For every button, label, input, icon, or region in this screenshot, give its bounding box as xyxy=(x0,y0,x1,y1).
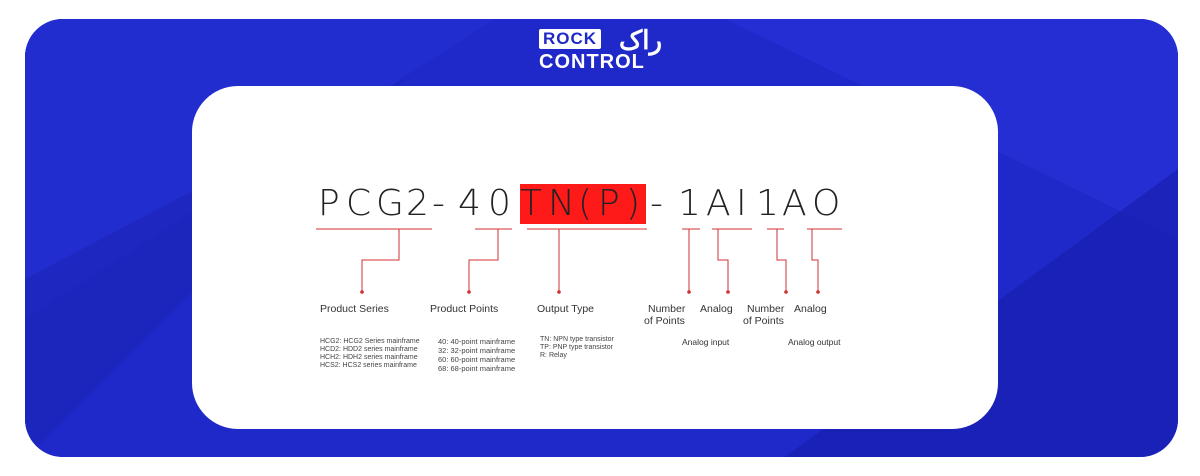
analog-input-label: Analog input xyxy=(682,337,730,347)
series-detail-3: HCS2: HCS2 series mainframe xyxy=(320,362,417,369)
code-char: 1 xyxy=(678,183,701,224)
code-char: A xyxy=(782,183,807,224)
points-detail-2: 60: 60-point mainframe xyxy=(438,355,516,364)
label-number-points-1a: Number xyxy=(648,303,686,315)
label-number-points-2a: Number xyxy=(747,303,785,315)
label-product-series: Product Series xyxy=(320,303,389,315)
analog-output-label: Analog output xyxy=(788,337,841,347)
code-char: I xyxy=(736,183,747,224)
label-analog-b: Analog xyxy=(794,303,827,315)
output-detail-0: TN: NPN type transistor xyxy=(540,336,614,343)
label-product-points: Product Points xyxy=(430,303,499,315)
connector-lines xyxy=(316,228,842,294)
logo-control: CONTROL xyxy=(539,51,645,73)
output-type-highlight xyxy=(520,184,646,224)
code-char: P xyxy=(598,183,620,224)
output-detail-2: R: Relay xyxy=(540,352,567,359)
points-detail-1: 32: 32-point mainframe xyxy=(438,346,516,355)
code-char: - xyxy=(650,183,663,224)
series-detail-2: HCH2: HDH2 series mainframe xyxy=(320,354,418,361)
code-char: 2 xyxy=(406,183,429,224)
code-char: P xyxy=(318,183,340,224)
code-char: N xyxy=(548,183,575,224)
label-output-type: Output Type xyxy=(537,303,595,315)
label-number-points-2b: of Points xyxy=(743,315,784,327)
logo-rock: ROCK xyxy=(539,29,602,49)
code-char: A xyxy=(706,183,731,224)
series-detail-1: HCD2: HDD2 series mainframe xyxy=(320,346,418,353)
code-char: 4 xyxy=(458,183,481,224)
label-analog-a: Analog xyxy=(700,303,733,315)
code-char: ( xyxy=(578,183,593,224)
code-char: T xyxy=(520,183,542,224)
rock-control-logo: ROCK CONTROL راک xyxy=(539,25,669,79)
logo-farsi: راک xyxy=(619,25,663,55)
code-char: - xyxy=(432,183,445,224)
series-detail-0: HCG2: HCG2 Series mainframe xyxy=(320,338,420,345)
code-char: G xyxy=(376,183,404,224)
label-number-points-1b: of Points xyxy=(644,315,685,327)
points-detail-0: 40: 40-point mainframe xyxy=(438,337,516,346)
code-char: O xyxy=(812,183,841,224)
output-detail-1: TP: PNP type transistor xyxy=(540,344,614,351)
code-char: 1 xyxy=(756,183,779,224)
code-char: C xyxy=(346,183,372,224)
code-char: ) xyxy=(626,183,641,224)
points-detail-3: 68: 68-point mainframe xyxy=(438,364,516,373)
code-char: 0 xyxy=(488,183,511,224)
